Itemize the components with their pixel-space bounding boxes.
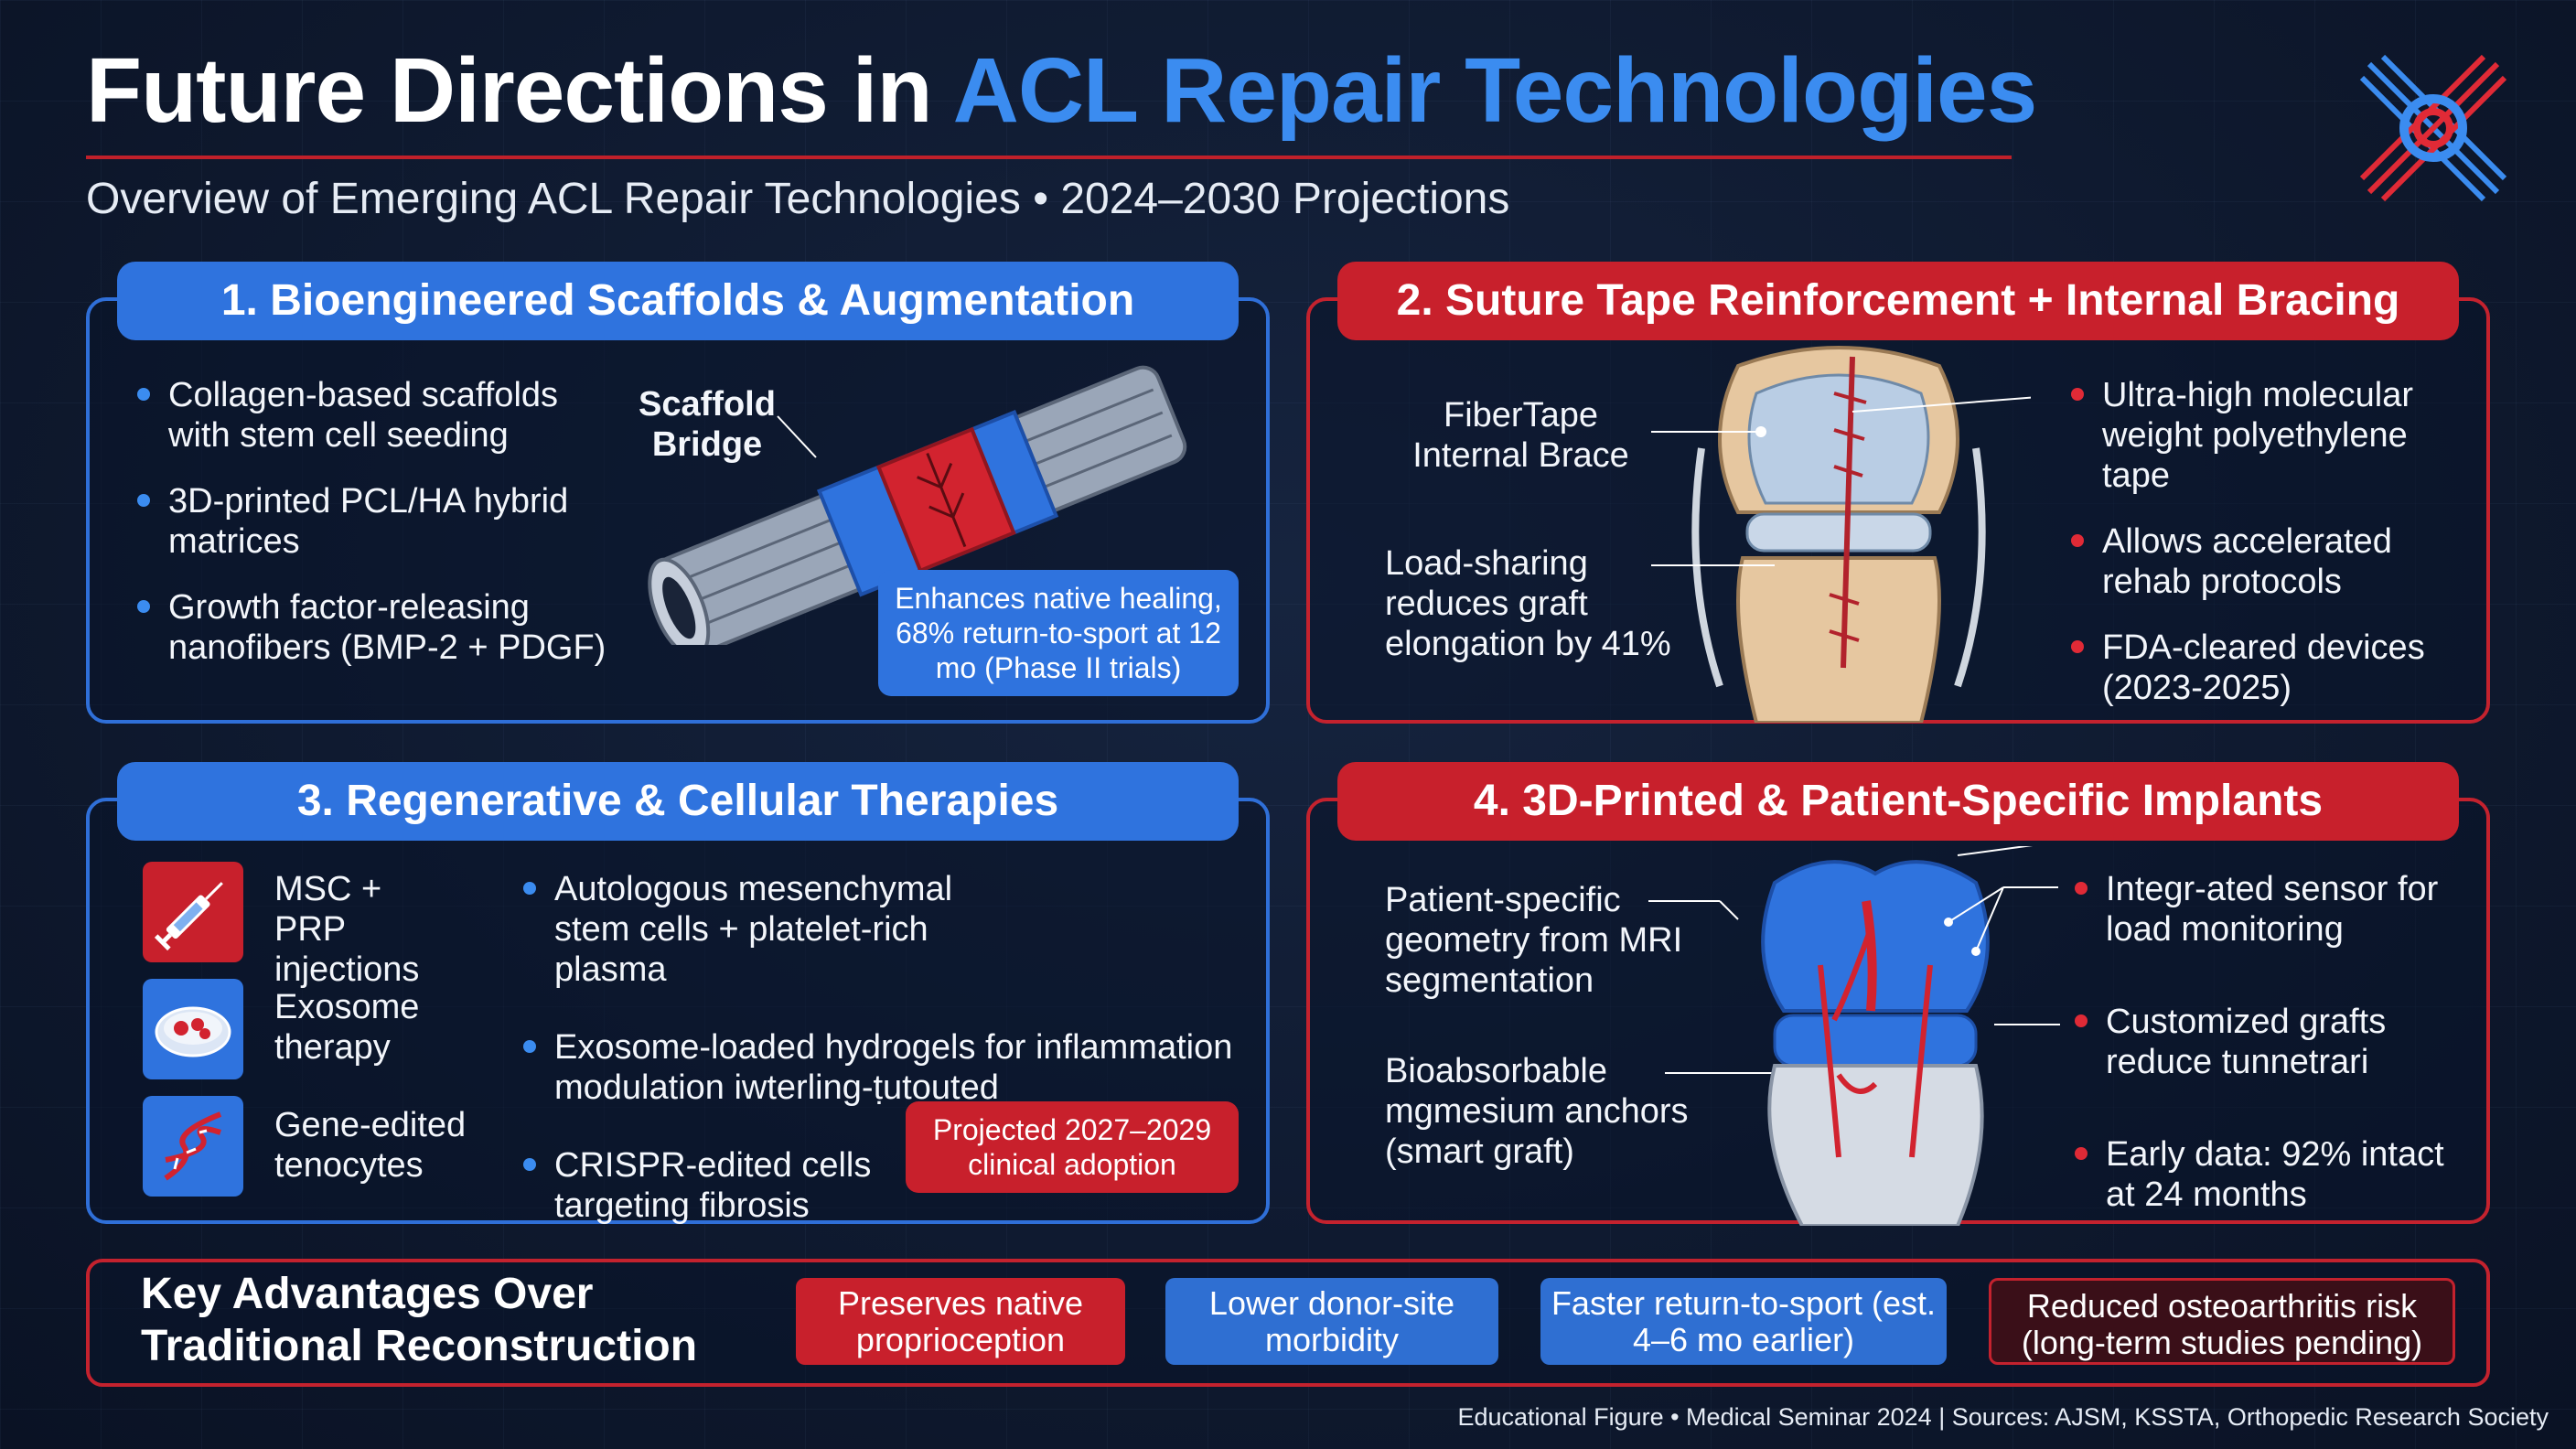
advantage-pill-osteoarthritis: Reduced osteoarthritis risk (long-term s… (1989, 1278, 2455, 1365)
exosome-label: Exosome therapy (274, 988, 420, 1067)
bullet-dot (2071, 640, 2084, 653)
bullet-dot (2071, 388, 2084, 401)
title-part2: ACL Repair Technologies (952, 39, 2038, 142)
scaffold-tube-illustration (648, 365, 1187, 645)
advantage-pill-return-to-sport: Faster return-to-sport (est. 4–6 mo earl… (1540, 1278, 1947, 1365)
title-part1: Future Directions in (86, 39, 953, 142)
panel-scaffolds-header: 1. Bioengineered Scaffolds & Augmentatio… (117, 262, 1239, 340)
list-item: Integr-ated sensor for load monitoring (2073, 869, 2475, 950)
page-title: Future Directions in ACL Repair Technolo… (86, 38, 2038, 144)
load-sharing-label: Load-sharing reduces graft elongation by… (1385, 544, 1671, 663)
implants-bullet-list: Integr-ated sensor for load monitoring C… (2073, 869, 2475, 1215)
advantages-title: Key Advantages Over Traditional Reconstr… (141, 1270, 698, 1370)
list-item: Autologous mesenchymal stem cells + plat… (521, 869, 1034, 990)
scaffolds-bullet-list: Collagen-based scaffolds with stem cell … (135, 375, 611, 668)
list-item: Exosome-loaded hydrogels for inflammatio… (521, 1027, 1235, 1108)
list-item: Collagen-based scaffolds with stem cell … (135, 375, 611, 456)
acl-cross-logo-icon (2359, 54, 2507, 202)
msc-prp-label: MSC + PRP injections (274, 870, 420, 989)
list-item: Ultra-high molecular weight polyethylene… (2069, 375, 2472, 496)
bullet-dot (137, 388, 150, 401)
bioabsorbable-anchors-label: Bioabsorbable mgmesium anchors (smart gr… (1385, 1052, 1689, 1171)
syringe-icon (143, 862, 243, 962)
title-divider (86, 156, 2012, 159)
gene-edited-label: Gene-edited tenocytes (274, 1106, 467, 1185)
list-item: Growth factor-releasing nanofibers (BMP-… (135, 587, 611, 668)
adoption-projection-callout: Projected 2027–2029 clinical adoption (906, 1101, 1239, 1193)
advantage-pill-proprioception: Preserves native proprioception (796, 1278, 1125, 1365)
regenerative-bullet-list: Autologous mesenchymal stem cells + plat… (521, 869, 1235, 1226)
bullet-dot (2075, 1147, 2088, 1160)
bullet-dot (523, 1158, 536, 1171)
scaffold-outcome-callout: Enhances native healing, 68% return-to-s… (878, 570, 1239, 696)
list-item: Customized grafts reduce tunnetrari (2073, 1002, 2475, 1082)
suture-tape-bullet-list: Ultra-high molecular weight polyethylene… (2069, 375, 2472, 708)
list-item: Allows accelerated rehab protocols (2069, 521, 2472, 602)
list-item: Early data: 92% intact at 24 months (2073, 1134, 2475, 1215)
fibertape-label: FiberTape Internal Brace (1412, 396, 1629, 475)
dna-icon (143, 1096, 243, 1197)
petri-dish-icon (143, 979, 243, 1079)
footer-sources: Educational Figure • Medical Seminar 202… (1457, 1403, 2549, 1431)
panel-regenerative-header: 3. Regenerative & Cellular Therapies (117, 762, 1239, 841)
bullet-dot (2075, 882, 2088, 895)
bullet-dot (2075, 1014, 2088, 1027)
page-subtitle: Overview of Emerging ACL Repair Technolo… (86, 175, 1510, 223)
bullet-dot (137, 600, 150, 613)
panel4-leader-lines (1944, 886, 2058, 956)
panel-3d-printed-header: 4. 3D-Printed & Patient-Specific Implant… (1337, 762, 2459, 841)
patient-geometry-label: Patient-specific geometry from MRI segme… (1385, 881, 1683, 1000)
list-item: FDA-cleared devices (2023-2025) (2069, 628, 2472, 708)
knee-implant-illustration (1648, 846, 2060, 1226)
bullet-dot (523, 882, 536, 895)
knee-internal-brace-illustration (1691, 346, 2031, 723)
list-item: CRISPR-edited cells targeting fibrosis (521, 1145, 887, 1226)
bullet-dot (523, 1040, 536, 1053)
panel2-leader-lines (1651, 426, 1775, 566)
panel-suture-tape-header: 2. Suture Tape Reinforcement + Internal … (1337, 262, 2459, 340)
scaffold-bridge-label: Scaffold Bridge (639, 385, 776, 464)
advantage-pill-donor-site: Lower donor-site morbidity (1165, 1278, 1498, 1365)
bullet-dot (137, 494, 150, 507)
list-item: 3D-printed PCL/HA hybrid matrices (135, 481, 611, 562)
bullet-dot (2071, 534, 2084, 547)
